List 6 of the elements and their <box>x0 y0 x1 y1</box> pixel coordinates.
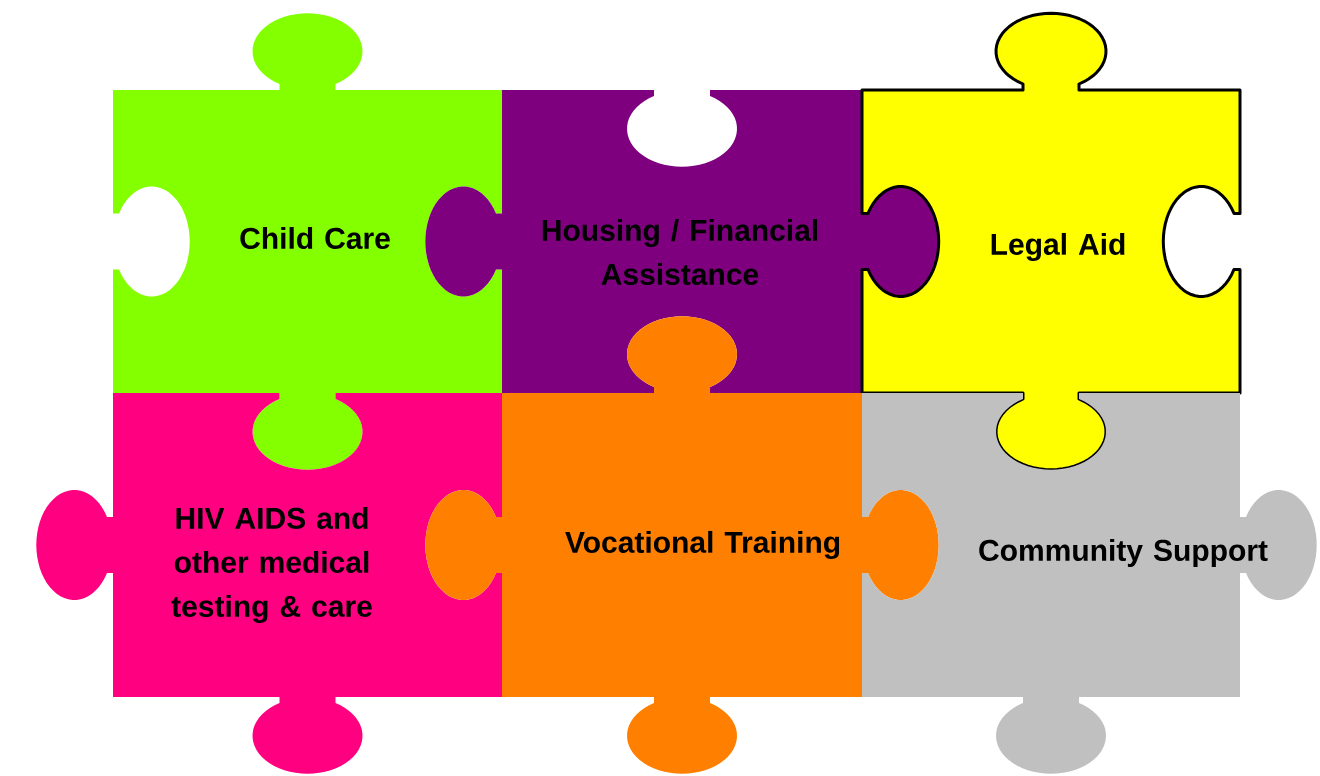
puzzle-piece: Child Care <box>113 13 502 470</box>
puzzle-piece: HIV AIDS and other medical testing & care <box>36 393 502 774</box>
puzzle-piece: Community Support <box>862 393 1317 774</box>
puzzle-piece: Vocational Training <box>425 316 939 774</box>
puzzle-piece: Legal Aid <box>860 11 1242 472</box>
puzzle-piece: Housing / Financial Assistance <box>425 90 939 393</box>
